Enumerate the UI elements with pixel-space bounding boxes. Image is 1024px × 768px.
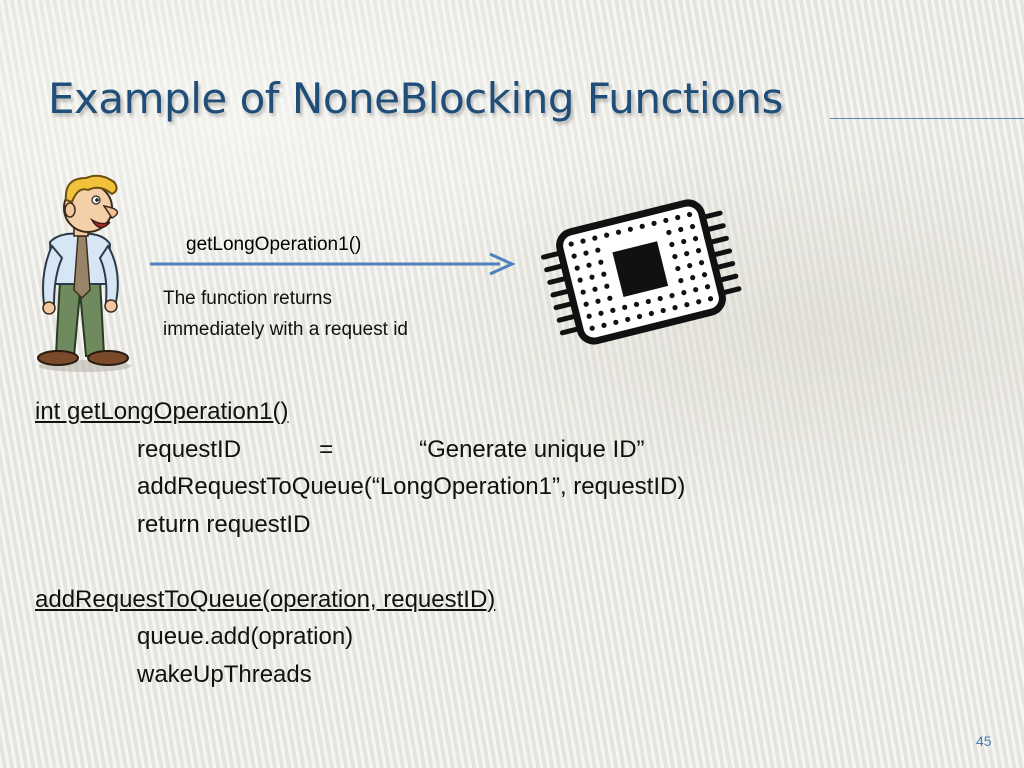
chip-dot xyxy=(595,247,601,253)
chip-dot xyxy=(601,322,607,328)
chip-dot xyxy=(574,265,580,271)
chip-dot xyxy=(598,310,604,316)
chip-dot xyxy=(686,211,693,218)
chip-dot xyxy=(633,301,640,308)
title-divider xyxy=(830,118,1024,119)
chip-dot xyxy=(693,287,699,293)
chip-dot xyxy=(681,290,687,296)
code-generate-id: “Generate unique ID” xyxy=(419,435,645,463)
chip-dot xyxy=(690,275,696,281)
chip-dot xyxy=(583,250,589,256)
chip-dot xyxy=(696,299,702,305)
chip-dot xyxy=(669,241,675,248)
note-line-1: The function returns xyxy=(163,288,332,309)
chip-dot xyxy=(595,298,601,304)
chip-dot xyxy=(648,310,654,317)
chip-dot xyxy=(568,241,574,247)
chip-dot xyxy=(604,232,610,238)
chip-dot xyxy=(622,304,628,310)
function-note: The function returns immediately with a … xyxy=(163,283,408,345)
chip-dot xyxy=(589,274,595,280)
chip-dot xyxy=(687,263,693,269)
chip-dot xyxy=(684,302,690,308)
chip-dot xyxy=(636,313,643,320)
code-return: return requestID xyxy=(137,510,311,538)
note-line-2: immediately with a request id xyxy=(163,319,408,340)
chip-dot xyxy=(601,271,607,277)
code-add-request: addRequestToQueue(“LongOperation1”, requ… xyxy=(137,473,686,500)
chip-dot xyxy=(625,316,631,323)
call-arrow-icon xyxy=(150,252,516,276)
chip-dot xyxy=(689,223,696,230)
fn1-signature: int getLongOperation1() xyxy=(35,398,289,425)
chip-dot xyxy=(684,250,690,257)
page-number: 45 xyxy=(976,733,992,749)
chip-dot xyxy=(577,277,583,283)
chip-dot xyxy=(707,296,714,302)
chip-dot xyxy=(651,220,657,227)
chip-dot xyxy=(698,260,705,266)
chip-dot xyxy=(586,262,592,268)
chip-dot xyxy=(583,301,589,307)
chip-dot xyxy=(645,298,651,305)
chip-dot xyxy=(672,305,678,311)
chip-dot xyxy=(571,253,577,259)
chip-dot xyxy=(678,278,684,284)
chip-dot xyxy=(592,235,598,241)
code-queue-add: queue.add(opration) xyxy=(137,623,354,650)
code-block: int getLongOperation1() requestID = “Gener… xyxy=(35,393,685,693)
chip-dot xyxy=(607,295,613,301)
microchip-icon xyxy=(541,199,742,345)
code-equals: = xyxy=(319,435,334,463)
chip-dot xyxy=(672,253,678,260)
chip-dot xyxy=(586,313,592,319)
chip-dot xyxy=(580,289,586,295)
chip-dot xyxy=(657,295,663,302)
chip-dot xyxy=(613,319,619,325)
slide-title: Example of NoneBlocking Functions xyxy=(48,74,783,123)
chip-dot xyxy=(598,259,604,265)
chip-dot xyxy=(580,238,586,244)
chip-dot xyxy=(639,223,645,229)
code-request-id: requestID xyxy=(137,435,242,463)
chip-dot xyxy=(627,226,633,232)
chip-dot xyxy=(604,283,610,289)
chip-dot xyxy=(660,307,666,314)
chip-dot xyxy=(666,229,672,236)
chip-dot xyxy=(675,214,681,221)
code-wake-threads: wakeUpThreads xyxy=(137,660,312,688)
chip-dot xyxy=(678,226,684,233)
chip-dot xyxy=(615,229,622,235)
chip-dot xyxy=(669,292,675,299)
chip-dot xyxy=(681,238,687,245)
chip-dot xyxy=(592,286,598,292)
chip-dot xyxy=(704,284,711,290)
chip-dot xyxy=(692,236,699,242)
cartoon-person-icon xyxy=(37,174,131,372)
call-label: getLongOperation1() xyxy=(186,234,362,255)
fn2-signature: addRequestToQueue(operation, requestID) xyxy=(35,585,496,613)
chip-dot xyxy=(701,272,708,278)
chip-dot xyxy=(675,265,681,272)
chip-dot xyxy=(663,217,669,224)
chip-dot xyxy=(610,307,616,313)
chip-dot xyxy=(589,325,595,331)
chip-dot xyxy=(695,248,702,254)
